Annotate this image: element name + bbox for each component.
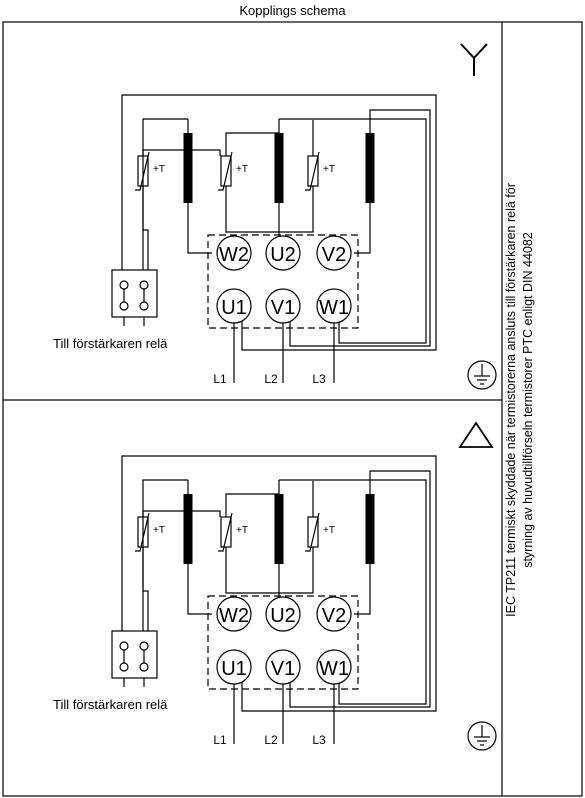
wire-11 [289,109,431,347]
terminal-label-w1: W1 [319,658,349,680]
ground-icon [467,360,497,390]
thermistor-label-2: +T [236,525,248,536]
wire-4 [142,149,221,156]
wire-14 [354,564,371,615]
supply-label-l3: L3 [312,372,326,386]
wire-7 [225,547,314,594]
star-connection-icon [460,43,488,76]
relay-contact-4 [139,301,149,311]
wire-6 [225,493,279,517]
thermistor-slash-3 [305,512,320,552]
terminal-label-w2: W2 [219,605,249,627]
wire-7 [225,186,314,233]
terminal-label-v2: V2 [322,605,346,627]
ground-icon [467,721,497,751]
terminal-v2 [316,596,352,632]
wire-3 [142,186,149,270]
thermistor-label-1: +T [153,525,165,536]
wire-4 [142,510,221,517]
wire-2 [142,118,188,270]
protection-note-line-1: IEC TP211 termiskt skyddade när termisto… [504,183,518,617]
wire-11 [289,470,431,708]
terminal-label-u2: U2 [270,605,296,627]
terminal-u2 [265,235,301,271]
supply-label-l2: L2 [264,733,278,747]
relay-contact-2 [139,280,149,290]
supply-label-l1: L1 [213,733,227,747]
winding-coil-3 [365,133,375,203]
relay-contact-3 [119,301,129,311]
wire-6 [225,132,279,156]
relay-connector [111,269,158,318]
supply-label-l2: L2 [264,372,278,386]
thermistor-slash-1 [135,151,150,191]
outer-frame [2,21,583,797]
wire-1 [121,455,437,712]
relay-connector [111,630,158,679]
relay-label: Till förstärkaren relä [53,697,168,712]
thermistor-slash-1 [135,512,150,552]
relay-contact-1 [119,641,129,651]
terminal-w2 [216,235,252,271]
terminal-label-u1: U1 [221,658,247,680]
diagram-title: Kopplings schema [239,3,346,18]
terminal-label-v1: V1 [271,658,295,680]
winding-coil-3 [365,494,375,564]
wire-9 [279,118,427,344]
winding-coil-1 [183,133,193,203]
wire-3 [142,547,149,631]
wire-9 [279,479,427,705]
thermistor-label-3: +T [323,525,335,536]
terminal-w2 [216,596,252,632]
protection-note-line-2: styrning av huvudtillförseln termistorer… [521,232,535,568]
terminal-label-u1: U1 [221,297,247,319]
wire-1 [121,94,437,351]
relay-label: Till förstärkaren relä [53,336,168,351]
supply-label-l3: L3 [312,733,326,747]
winding-coil-2 [274,494,284,564]
terminal-label-u2: U2 [270,244,296,266]
thermistor-slash-3 [305,151,320,191]
relay-contact-3 [119,662,129,672]
thermistor-label-3: +T [323,164,335,175]
terminal-label-v2: V2 [322,244,346,266]
wire-12 [187,564,212,615]
winding-coil-1 [183,494,193,564]
thermistor-label-2: +T [236,164,248,175]
relay-contact-4 [139,662,149,672]
terminal-label-w1: W1 [319,297,349,319]
delta-connection-icon [458,421,494,448]
wire-14 [354,203,371,254]
terminal-label-v1: V1 [271,297,295,319]
supply-label-l1: L1 [213,372,227,386]
relay-contact-2 [139,641,149,651]
wire-12 [187,203,212,254]
wire-2 [142,479,188,631]
relay-contact-1 [119,280,129,290]
thermistor-slash-2 [218,512,233,552]
winding-coil-2 [274,133,284,203]
thermistor-slash-2 [218,151,233,191]
terminal-u2 [265,596,301,632]
thermistor-label-1: +T [153,164,165,175]
terminal-label-w2: W2 [219,244,249,266]
terminal-v2 [316,235,352,271]
